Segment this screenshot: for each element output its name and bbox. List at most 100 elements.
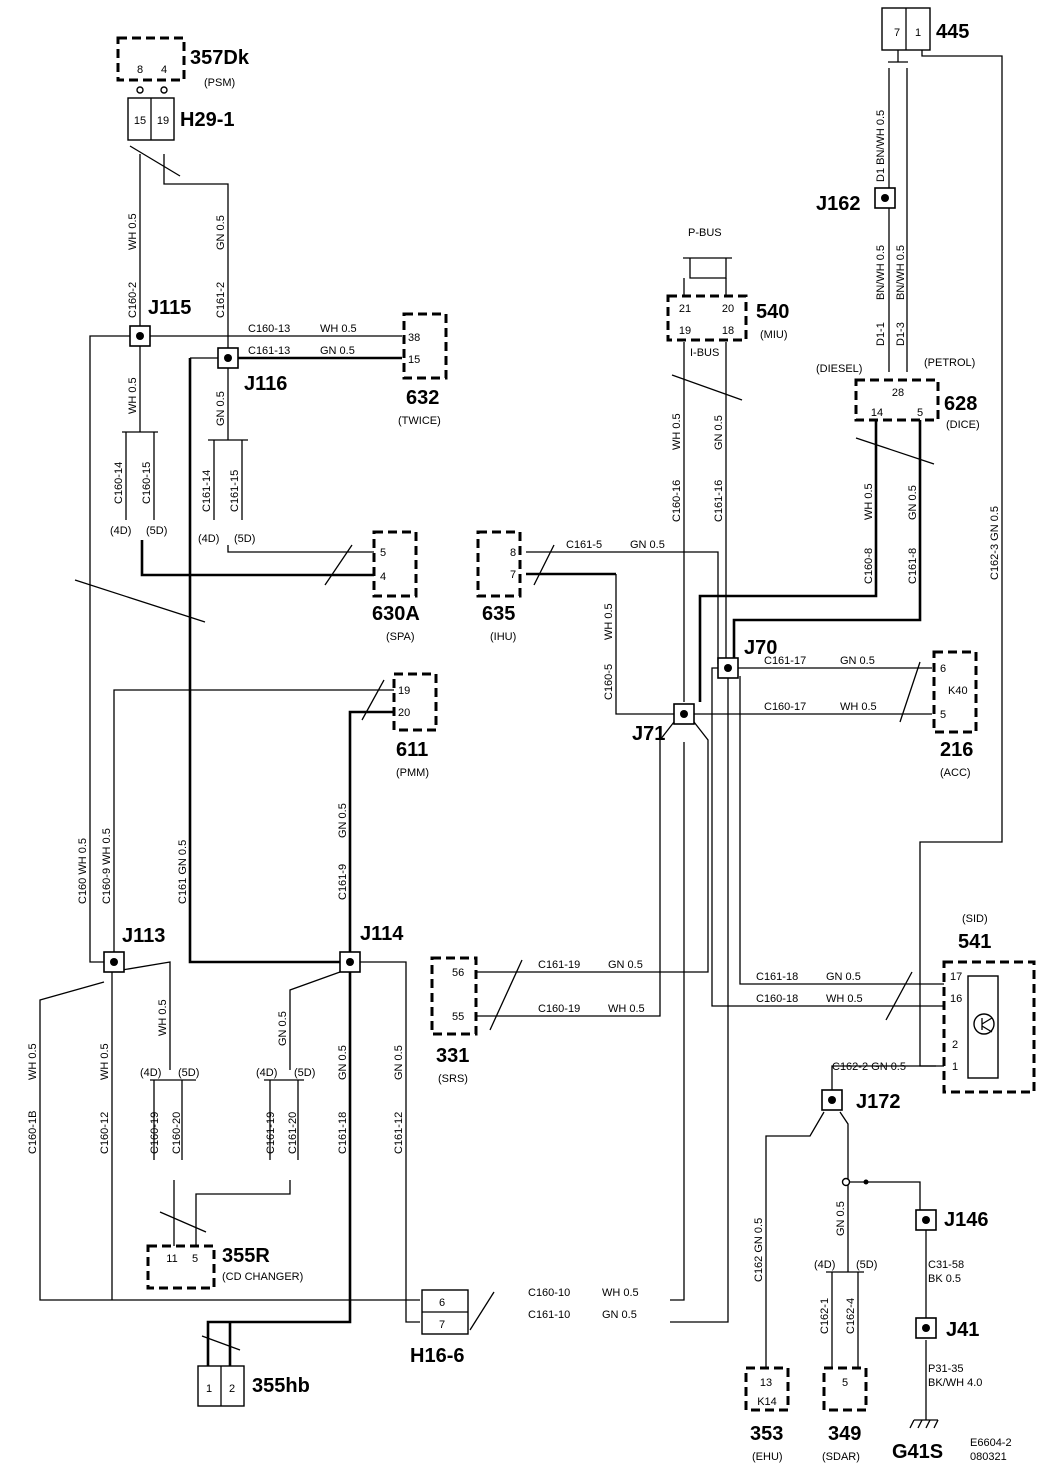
wire-c161 (188, 358, 340, 964)
wire-label: WH 0.5 (863, 483, 875, 520)
wire-label: C161 GN 0.5 (177, 840, 189, 904)
wire-label: WH 0.5 (99, 1043, 111, 1080)
wire-labels: WH 0.5 GN 0.5 C160-2 C161-2 C160-13 WH 0… (27, 110, 1001, 1389)
component-id: 355R (222, 1245, 270, 1267)
component-611: 19 20 611 (PMM) (392, 672, 438, 779)
pin-label: 1 (915, 27, 921, 39)
wire-label: C161-18 (756, 971, 798, 983)
pin-label: 20 (398, 707, 410, 719)
splice-j146: J146 (915, 1209, 989, 1231)
variant-label: (4D) (256, 1067, 277, 1079)
footer-ref: E6604-2 080321 (970, 1437, 1012, 1463)
wires (39, 42, 1003, 1420)
splice-j71: J71 (632, 703, 695, 745)
splice-j172: J172 (821, 1089, 901, 1113)
component-h16-6: 6 7 H16-6 (410, 1289, 469, 1367)
component-632: 38 15 632 (TWICE) (398, 312, 448, 427)
wire-c161-18b (206, 972, 352, 1366)
wire-label: C162 GN 0.5 (753, 1218, 765, 1282)
wire-label: C161-15 (229, 470, 241, 512)
pin-label: 21 (679, 303, 691, 315)
wire-c162-2 (831, 1065, 936, 1090)
pin-label: 7 (439, 1319, 445, 1331)
wire-label: GN 0.5 (840, 655, 875, 667)
pin-label: 17 (950, 971, 962, 983)
inner-label: K14 (757, 1396, 777, 1408)
component-id: H29-1 (180, 109, 234, 131)
wire-label: C160-14 (113, 462, 125, 504)
wire-label: C162-3 GN 0.5 (989, 506, 1001, 580)
wire-c162 (765, 1111, 825, 1368)
component-sub: (SRS) (438, 1073, 468, 1085)
component-sub: (ACC) (940, 767, 971, 779)
wire-label: GN 0.5 (337, 1045, 349, 1080)
component-355r: 11 5 355R (CD CHANGER) (146, 1244, 303, 1290)
variant-label: (5D) (294, 1067, 315, 1079)
splice-j70: J70 (717, 637, 777, 679)
component-id: 445 (936, 21, 969, 43)
component-id: J172 (856, 1091, 901, 1113)
variant-label: (5D) (234, 533, 255, 545)
pin-label: 14 (871, 407, 883, 419)
wire-label: C160-15 (141, 462, 153, 504)
wire-label: C161-8 (907, 548, 919, 584)
component-id: J71 (632, 723, 665, 745)
wire-label: C160-19 (538, 1003, 580, 1015)
wire-label: GN 0.5 (907, 485, 919, 520)
wire-c161-2 (163, 154, 229, 349)
wire-label: GN 0.5 (602, 1309, 637, 1321)
component-h29-1: 15 19 H29-1 (127, 97, 234, 141)
component-id: H16-6 (410, 1345, 464, 1367)
wire-label: C160-16 (671, 480, 683, 522)
pin-label: 2 (952, 1039, 958, 1051)
pin-label: 19 (398, 685, 410, 697)
wire-label: WH 0.5 (602, 1287, 639, 1299)
wire-label: GN 0.5 (608, 959, 643, 971)
inner-label: K40 (948, 685, 968, 697)
component-355hb: 1 2 355hb (197, 1365, 310, 1407)
pin-label: 4 (161, 64, 167, 76)
component-id: J162 (816, 193, 861, 215)
wire-label: GN 0.5 (826, 971, 861, 983)
wire-label: WH 0.5 (608, 1003, 645, 1015)
wire-label: BK/WH 4.0 (928, 1377, 982, 1389)
wire-label: C161-19 (538, 959, 580, 971)
variant-label: (4D) (814, 1259, 835, 1271)
wire-label: WH 0.5 (127, 377, 139, 414)
wire-label: C31-58 (928, 1259, 964, 1271)
component-sub: (MIU) (760, 329, 788, 341)
component-id: J114 (360, 923, 404, 945)
wire-label: C160-5 (603, 664, 615, 700)
component-331: 56 55 331 (SRS) (430, 956, 478, 1085)
component-sub: (SPA) (386, 631, 415, 643)
component-216: 6 K40 5 216 (ACC) (932, 650, 978, 779)
wire-label: C161-17 (764, 655, 806, 667)
component-id: 540 (756, 301, 789, 323)
wire-c160-19 (476, 721, 675, 1017)
wire-label: BN/WH 0.5 (895, 245, 907, 300)
component-id: J41 (946, 1319, 979, 1341)
variant-label: (5D) (178, 1067, 199, 1079)
wire-label: C161-18 (337, 1112, 349, 1154)
pin-label: 56 (452, 967, 464, 979)
splice-j113: J113 (103, 925, 165, 973)
wire-label: D1-3 (895, 322, 907, 346)
component-id: G41S (892, 1441, 943, 1463)
pin-label: 1 (952, 1061, 958, 1073)
wire-label: C160-18 (756, 993, 798, 1005)
bus-label: I-BUS (690, 347, 719, 359)
wire-label: WH 0.5 (603, 603, 615, 640)
wire-c160-8 (698, 416, 878, 702)
wire-label: C161-16 (713, 480, 725, 522)
wire-label: WH 0.5 (27, 1043, 39, 1080)
wire-label: C160-13 (248, 323, 290, 335)
pin-label: 8 (510, 547, 516, 559)
component-540: 21 20 19 18 540 (MIU) P-BUS I-BUS (666, 227, 789, 359)
wire-label: C160-17 (764, 701, 806, 713)
wire-label: C161-14 (201, 470, 213, 512)
component-sub: (SDAR) (822, 1451, 860, 1463)
component-sub: (IHU) (490, 631, 516, 643)
component-sub: (EHU) (752, 1451, 783, 1463)
variant-label: (5D) (856, 1259, 877, 1271)
wire-label: C160 WH 0.5 (77, 838, 89, 904)
